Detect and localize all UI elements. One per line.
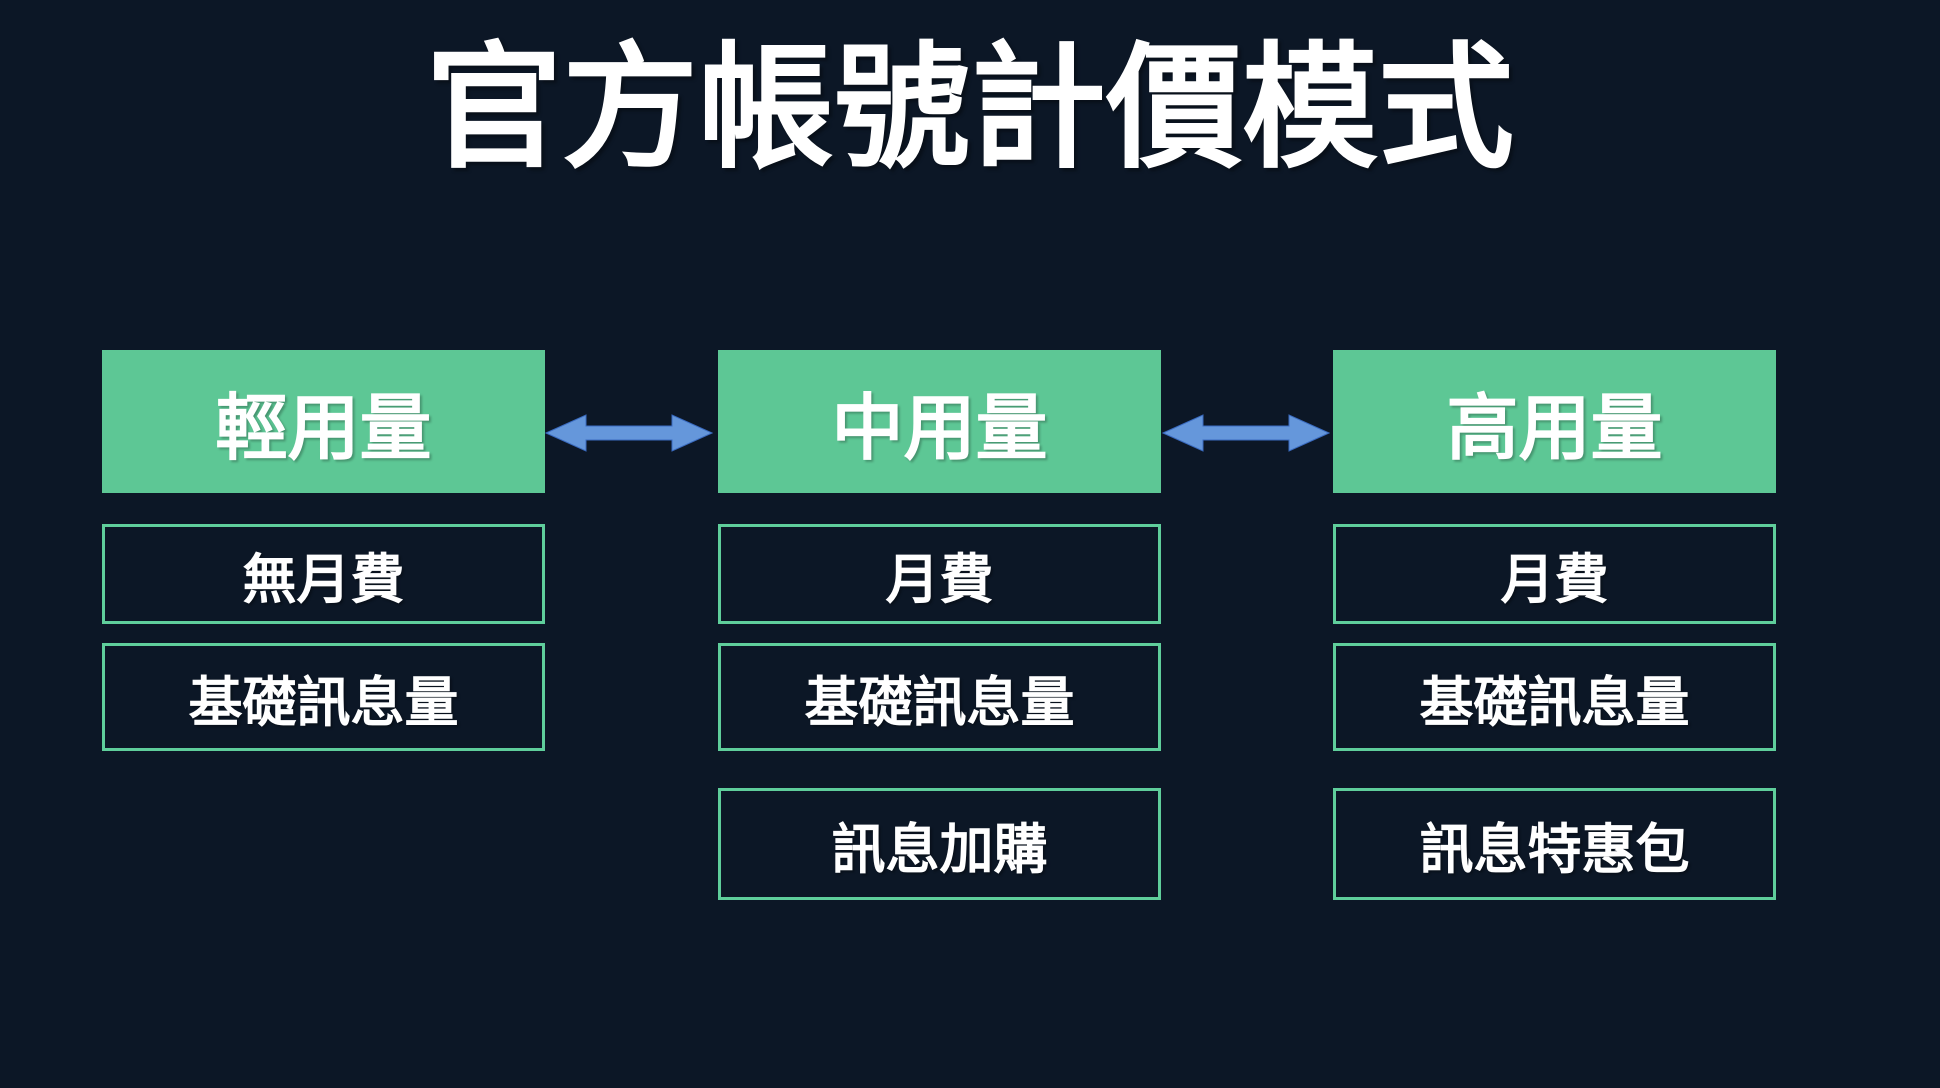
feature-label: 基礎訊息量	[804, 672, 1075, 733]
feature-box-medium-3: 訊息加購	[718, 788, 1161, 900]
feature-box-medium-2: 基礎訊息量	[718, 643, 1161, 751]
double-arrow-icon-light-medium	[545, 414, 713, 452]
feature-label: 基礎訊息量	[188, 672, 459, 733]
feature-box-high-1: 月費	[1333, 524, 1776, 624]
feature-box-high-2: 基礎訊息量	[1333, 643, 1776, 751]
tier-column-medium: 中用量 月費 基礎訊息量 訊息加購	[718, 350, 1161, 900]
feature-label: 無月費	[242, 549, 405, 610]
tier-header-light-label: 輕用量	[215, 389, 432, 469]
feature-label: 月費	[885, 549, 994, 610]
double-arrow-icon-medium-high	[1162, 414, 1330, 452]
feature-box-light-2: 基礎訊息量	[102, 643, 545, 751]
feature-label: 月費	[1500, 549, 1609, 610]
feature-label: 訊息特惠包	[1419, 819, 1690, 880]
tier-header-high-label: 高用量	[1446, 389, 1663, 469]
tier-header-medium: 中用量	[718, 350, 1161, 493]
feature-label: 基礎訊息量	[1419, 672, 1690, 733]
feature-label: 訊息加購	[831, 819, 1048, 880]
feature-box-high-3: 訊息特惠包	[1333, 788, 1776, 900]
tier-column-light: 輕用量 無月費 基礎訊息量	[102, 350, 545, 751]
tier-header-high: 高用量	[1333, 350, 1776, 493]
feature-box-medium-1: 月費	[718, 524, 1161, 624]
tier-column-high: 高用量 月費 基礎訊息量 訊息特惠包	[1333, 350, 1776, 900]
tier-header-medium-label: 中用量	[831, 389, 1048, 469]
page-title: 官方帳號計價模式	[426, 32, 1514, 184]
tier-header-light: 輕用量	[102, 350, 545, 493]
feature-box-light-1: 無月費	[102, 524, 545, 624]
